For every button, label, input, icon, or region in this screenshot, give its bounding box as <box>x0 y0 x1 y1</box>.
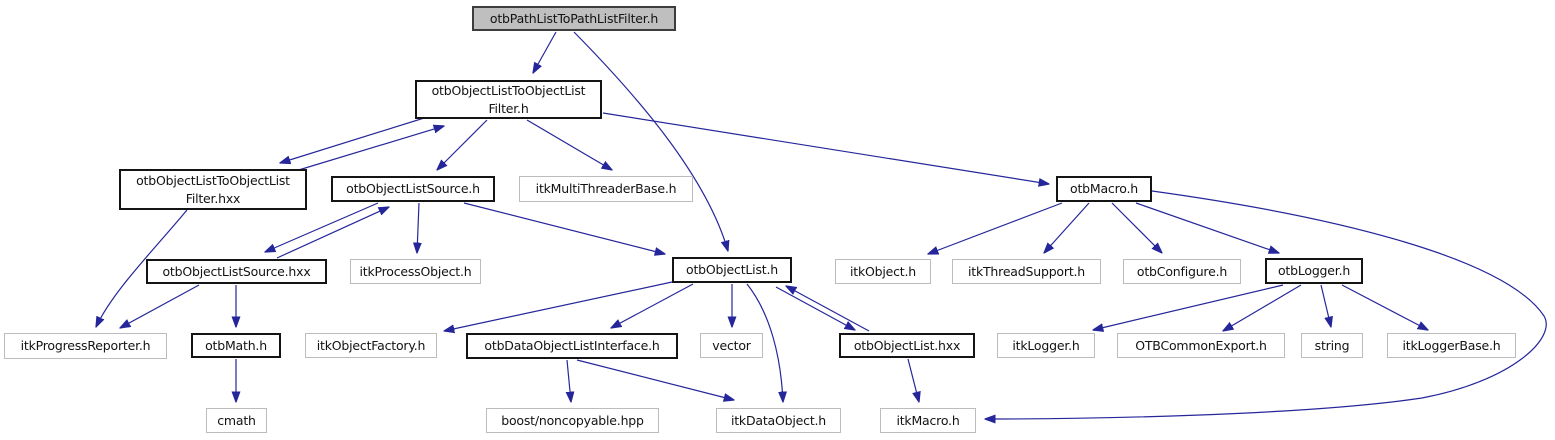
node-itkObjectFactory-h: itkObjectFactory.h <box>305 333 437 358</box>
node-itkProgressReporter-h: itkProgressReporter.h <box>4 333 167 359</box>
edge-otbObjectListToObjectListFilter-hxx--otbObjectListToObjectListFilter-h <box>291 126 444 173</box>
node-itkLoggerBase-h: itkLoggerBase.h <box>1387 333 1516 358</box>
node-otbLogger-h[interactable]: otbLogger.h <box>1265 258 1363 284</box>
edge-otbObjectListSource-h--otbObjectList-h <box>463 202 665 254</box>
edge-otbMacro-h--otbLogger-h <box>1135 202 1279 253</box>
edge-otbMacro-h--itkThreadSupport-h <box>1044 202 1090 253</box>
edge-otbPathListToPathListFilter-h--otbObjectListToObjectListFilter-h <box>533 31 557 73</box>
edge-otbMacro-h--itkObject-h <box>928 202 1063 254</box>
node-otbObjectListSource-h[interactable]: otbObjectListSource.h <box>331 176 495 202</box>
node-otbObjectList-hxx[interactable]: otbObjectList.hxx <box>839 333 975 358</box>
edge-otbObjectListToObjectListFilter-h--otbObjectListSource-h <box>437 119 488 170</box>
edge-otbObjectListSource-hxx--otbObjectListSource-h <box>276 207 389 259</box>
node-otbObjectListSource-hxx[interactable]: otbObjectListSource.hxx <box>146 259 327 284</box>
edge-otbLogger-h--OTBCommonExport-h <box>1223 284 1302 331</box>
node-itkDataObject-h: itkDataObject.h <box>716 408 841 433</box>
edge-otbObjectList-h--itkDataObject-h <box>746 283 783 402</box>
edge-otbObjectListSource-h--itkProcessObject-h <box>417 202 419 253</box>
node-itkLogger-h: itkLogger.h <box>997 333 1095 358</box>
node-otbConfigure-h: otbConfigure.h <box>1123 259 1241 284</box>
node-itkMacro-h: itkMacro.h <box>880 408 976 433</box>
edge-otbDataObjectListInterface-h--itkDataObject-h <box>576 359 734 400</box>
edge-otbMacro-h--otbConfigure-h <box>1111 202 1162 253</box>
node-vector: vector <box>700 333 763 358</box>
edge-otbLogger-h--itkLogger-h <box>1093 284 1284 330</box>
edge-otbObjectListToObjectListFilter-h--otbMacro-h <box>602 112 1049 184</box>
edge-otbMacro-h--itkMacro-h <box>985 190 1547 419</box>
edge-otbObjectList-h--otbDataObjectListInterface-h <box>611 283 694 328</box>
node-otbPathListToPathListFilter-h: otbPathListToPathListFilter.h <box>472 6 676 31</box>
node-itkThreadSupport-h: itkThreadSupport.h <box>952 259 1101 284</box>
node-otbMath-h[interactable]: otbMath.h <box>191 333 281 358</box>
edge-otbDataObjectListInterface-h--boost-noncopyable-hpp <box>567 359 571 402</box>
node-boost-noncopyable-hpp: boost/noncopyable.hpp <box>486 408 659 433</box>
edge-otbObjectList-h--itkObjectFactory-h <box>444 281 673 331</box>
node-cmath: cmath <box>206 408 267 433</box>
edge-otbLogger-h--itkLoggerBase-h <box>1341 284 1428 330</box>
edge-otbObjectListToObjectListFilter-hxx--itkProgressReporter-h <box>96 209 188 327</box>
node-itkProcessObject-h: itkProcessObject.h <box>350 259 481 284</box>
edge-otbObjectListToObjectListFilter-h--itkMultiThreaderBase-h <box>526 119 612 170</box>
edge-otbObjectListSource-h--otbObjectListSource-hxx <box>265 202 379 252</box>
node-otbObjectListToObjectListFilter-h[interactable]: otbObjectListToObjectList Filter.h <box>415 80 602 119</box>
edge-otbPathListToPathListFilter-h--otbObjectList-h <box>573 31 728 251</box>
edge-otbObjectList-hxx--itkMacro-h <box>907 358 919 402</box>
edge-otbObjectListToObjectListFilter-h--otbObjectListToObjectListFilter-hxx <box>280 113 438 163</box>
edge-otbObjectList-hxx--otbObjectList-h <box>786 286 870 332</box>
node-otbObjectList-h[interactable]: otbObjectList.h <box>672 257 792 283</box>
node-otbDataObjectListInterface-h[interactable]: otbDataObjectListInterface.h <box>466 333 678 359</box>
node-otbMacro-h[interactable]: otbMacro.h <box>1056 176 1152 202</box>
edge-otbLogger-h--string <box>1320 284 1331 327</box>
node-otbObjectListToObjectListFilter-hxx[interactable]: otbObjectListToObjectList Filter.hxx <box>119 169 307 210</box>
edge-otbObjectListSource-hxx--itkProgressReporter-h <box>120 284 200 328</box>
node-OTBCommonExport-h: OTBCommonExport.h <box>1117 333 1285 358</box>
node-itkMultiThreaderBase-h: itkMultiThreaderBase.h <box>519 176 693 202</box>
node-itkObject-h: itkObject.h <box>835 259 931 284</box>
node-string: string <box>1301 333 1363 358</box>
